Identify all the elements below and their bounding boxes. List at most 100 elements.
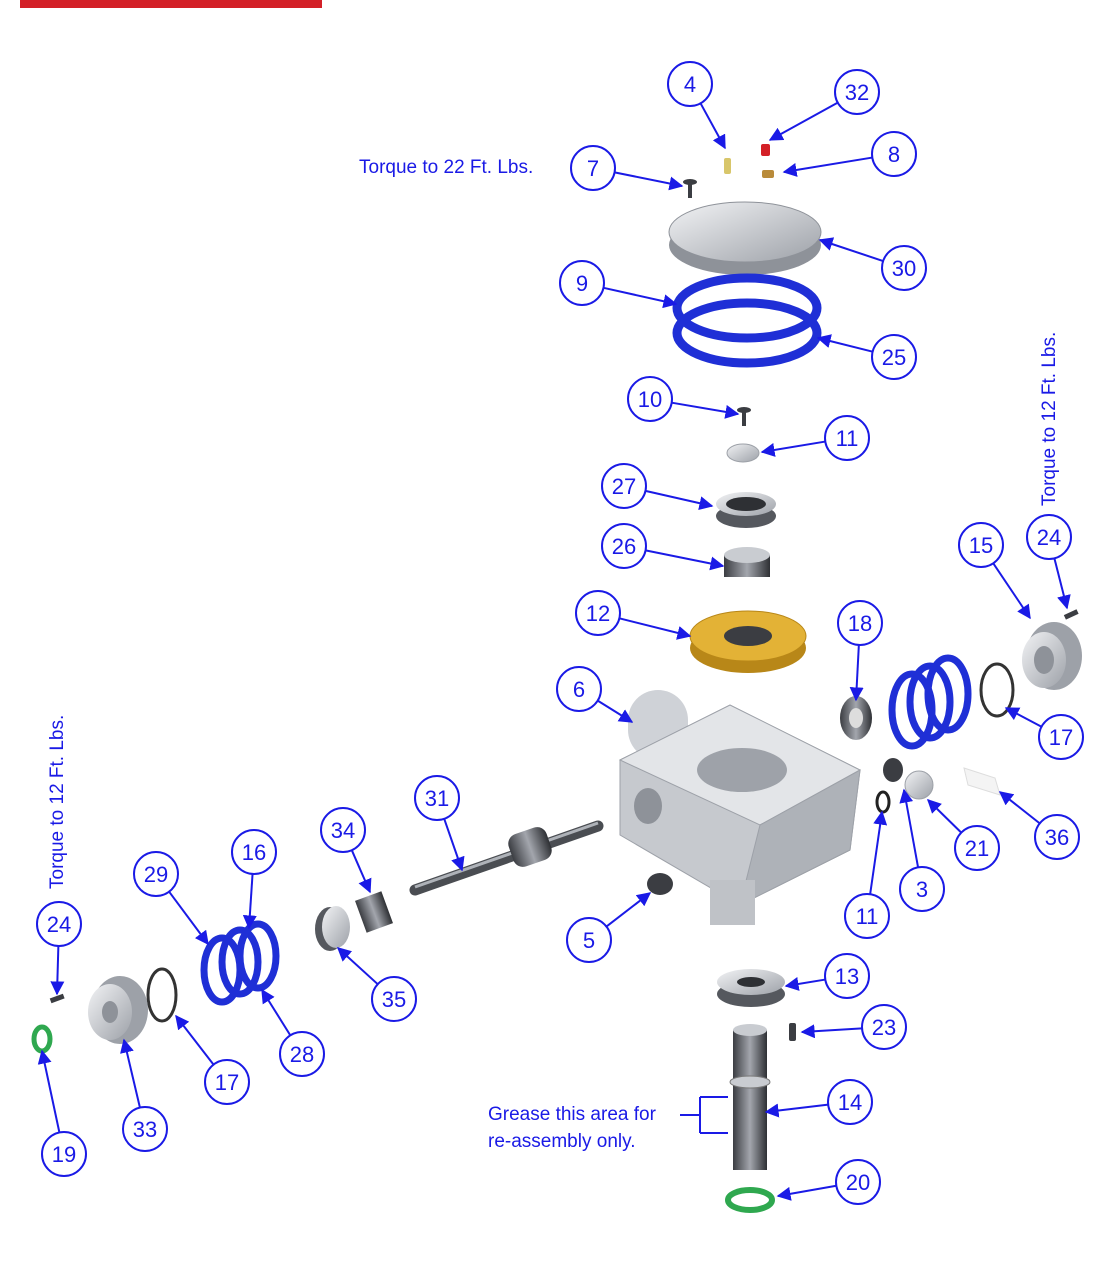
callout-bubble-33: 33 — [122, 1106, 168, 1152]
callout-circle — [835, 1159, 881, 1205]
callout-number: 3 — [916, 877, 928, 902]
callout-circle — [627, 376, 673, 422]
shim-gaskets-right-part — [888, 654, 972, 750]
plug-assembly-3-21-part — [875, 758, 934, 814]
seal-19-part — [31, 1024, 53, 1054]
callout-bubble-17: 17 — [1038, 714, 1084, 760]
callout-bubble-23: 23 — [861, 1004, 907, 1050]
bearing-cone-26-part — [724, 547, 770, 577]
label-36-part — [963, 767, 1001, 796]
key-23-part — [789, 1023, 796, 1041]
callout-circle — [414, 775, 460, 821]
washer-11-part — [726, 443, 760, 463]
callout-bubble-15: 15 — [958, 522, 1004, 568]
callout-leader-23 — [800, 1024, 863, 1039]
callout-bubble-12: 12 — [575, 590, 621, 636]
callout-leader-11 — [760, 440, 826, 457]
callout-number: 35 — [382, 987, 406, 1012]
callout-bubble-21: 21 — [954, 825, 1000, 871]
end-cap-33-part — [88, 976, 148, 1044]
callout-number: 10 — [638, 387, 662, 412]
callout-number: 9 — [576, 271, 588, 296]
callout-leader-24 — [1053, 558, 1071, 610]
callout-bubble-11: 11 — [824, 415, 870, 461]
callout-circle — [41, 1131, 87, 1177]
callout-leader-17 — [1004, 707, 1043, 728]
callout-number: 28 — [290, 1042, 314, 1067]
callout-circle — [122, 1106, 168, 1152]
callout-number: 32 — [845, 80, 869, 105]
screw-24-right-part — [1063, 609, 1079, 620]
callout-bubble-29: 29 — [133, 851, 179, 897]
o-ring-17-right-part — [979, 662, 1015, 718]
callout-leader-7 — [614, 171, 684, 191]
callout-number: 11 — [856, 904, 879, 929]
callout-circle — [824, 415, 870, 461]
callout-circle — [371, 976, 417, 1022]
callout-bubble-3: 3 — [899, 866, 945, 912]
callout-circle — [559, 260, 605, 306]
callout-number: 21 — [965, 836, 989, 861]
callout-bubble-4: 4 — [667, 61, 713, 107]
callout-number: 17 — [1049, 725, 1073, 750]
callout-leader-27 — [645, 489, 714, 511]
callout-number: 25 — [882, 345, 906, 370]
callout-bubble-26: 26 — [601, 523, 647, 569]
grease-bracket — [680, 1096, 728, 1134]
callout-leader-34 — [350, 849, 372, 894]
callout-leader-17 — [175, 1014, 215, 1066]
callout-bubble-9: 9 — [559, 260, 605, 306]
callout-leader-19 — [37, 1049, 61, 1133]
bearing-18-part — [840, 696, 872, 740]
callout-circle — [1026, 514, 1072, 560]
callout-bubble-5: 5 — [566, 917, 612, 963]
callout-leader-13 — [784, 977, 826, 991]
torque-12-left-note: Torque to 12 Ft. Lbs. — [47, 714, 68, 889]
callout-leader-29 — [168, 891, 209, 946]
callout-bubble-7: 7 — [570, 145, 616, 191]
callout-bubble-6: 6 — [556, 666, 602, 712]
callout-leader-35 — [336, 947, 379, 985]
worm-gear-12-part — [689, 610, 807, 673]
callout-circle — [570, 145, 616, 191]
callout-circle — [566, 917, 612, 963]
callout-number: 19 — [52, 1142, 76, 1167]
bearing-cone-34-part — [355, 891, 393, 933]
bearing-13-part — [717, 969, 785, 1007]
callout-number: 14 — [838, 1090, 862, 1115]
callout-circle — [871, 131, 917, 177]
callout-circle — [1034, 814, 1080, 860]
callout-number: 34 — [331, 818, 355, 843]
callout-circle — [667, 61, 713, 107]
bearing-cup-35-part — [315, 906, 350, 951]
callout-bubble-20: 20 — [835, 1159, 881, 1205]
callout-circle — [958, 522, 1004, 568]
callout-bubble-34: 34 — [320, 807, 366, 853]
callout-circle — [824, 953, 870, 999]
callout-bubble-35: 35 — [371, 976, 417, 1022]
callout-circle — [1038, 714, 1084, 760]
callout-number: 18 — [848, 611, 872, 636]
callout-number: 16 — [242, 840, 266, 865]
callout-circle — [834, 69, 880, 115]
cover-plate-part — [668, 201, 822, 275]
callout-bubble-25: 25 — [871, 334, 917, 380]
callout-number: 7 — [587, 156, 599, 181]
seal-20-part — [725, 1187, 775, 1213]
torque-12-right-note: Torque to 12 Ft. Lbs. — [1039, 331, 1060, 506]
callout-leader-5 — [605, 892, 652, 928]
callout-circle — [556, 666, 602, 712]
callout-leader-9 — [603, 286, 678, 309]
o-ring-17-left-part — [146, 967, 178, 1023]
callout-number: 23 — [872, 1015, 896, 1040]
callout-bubble-16: 16 — [231, 829, 277, 875]
callout-number: 30 — [892, 256, 916, 281]
bearing-cup-27-part — [716, 492, 776, 528]
callout-leader-4 — [699, 102, 726, 150]
callout-leader-24 — [50, 945, 65, 996]
shim-gaskets-left-part — [200, 920, 280, 1006]
callout-circle — [575, 590, 621, 636]
callout-leader-28 — [261, 988, 292, 1036]
callout-number: 20 — [846, 1170, 870, 1195]
